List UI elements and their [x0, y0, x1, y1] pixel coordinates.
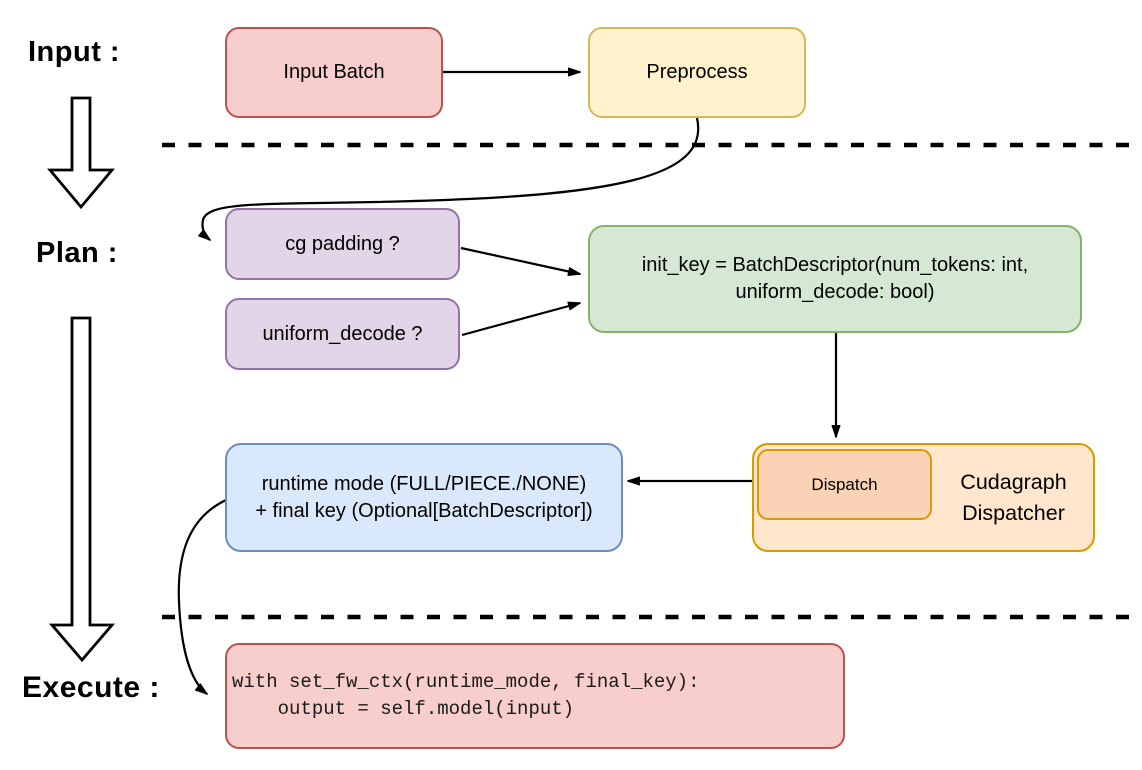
- node-preprocess-label: Preprocess: [646, 61, 748, 83]
- block-arrow-input-to-plan: [47, 96, 115, 210]
- node-dispatch-label: Dispatch: [811, 475, 878, 494]
- node-uniform-decode: uniform_decode ?: [225, 298, 460, 370]
- stage-label-plan: Plan :: [36, 237, 118, 269]
- cudagraph-caption-line1: Cudagraph: [960, 469, 1067, 494]
- arrow-runtime-mode-to-execute-code: [177, 499, 227, 695]
- node-cg-padding: cg padding ?: [225, 208, 460, 280]
- cudagraph-caption-line2: Dispatcher: [962, 500, 1065, 525]
- node-runtime-mode-line1: runtime mode (FULL/PIECE./NONE): [261, 472, 587, 495]
- node-dispatch: Dispatch: [757, 449, 932, 520]
- node-input-batch-label: Input Batch: [283, 61, 385, 83]
- stage-label-execute: Execute :: [22, 671, 160, 704]
- arrow-preprocess-to-cg-padding: [198, 117, 700, 241]
- node-init-key-line2: uniform_decode: bool): [735, 281, 935, 303]
- node-uniform-decode-label: uniform_decode ?: [262, 322, 423, 345]
- node-input-batch: Input Batch: [225, 27, 443, 118]
- node-execute-code: with set_fw_ctx(runtime_mode, final_key)…: [225, 643, 845, 749]
- arrow-uniform-decode-to-init-key: [461, 301, 581, 337]
- arrow-cg-padding-to-init-key: [460, 246, 581, 276]
- node-init-key: init_key = BatchDescriptor(num_tokens: i…: [588, 225, 1082, 333]
- cudagraph-dispatcher-caption: Cudagraph Dispatcher: [932, 445, 1095, 550]
- node-runtime-mode: runtime mode (FULL/PIECE./NONE) + final …: [225, 443, 623, 552]
- node-cg-padding-label: cg padding ?: [285, 232, 400, 255]
- execute-code-line2: output = self.model(input): [232, 698, 575, 720]
- node-runtime-mode-line2: + final key (Optional[BatchDescriptor]): [255, 499, 593, 522]
- block-arrow-plan-to-execute: [48, 316, 116, 663]
- node-preprocess: Preprocess: [588, 27, 806, 118]
- node-init-key-line1: init_key = BatchDescriptor(num_tokens: i…: [641, 254, 1029, 276]
- stage-label-input: Input :: [28, 36, 121, 68]
- node-cudagraph-dispatcher: Dispatch Cudagraph Dispatcher: [752, 443, 1095, 552]
- execute-code-line1: with set_fw_ctx(runtime_mode, final_key)…: [232, 671, 700, 693]
